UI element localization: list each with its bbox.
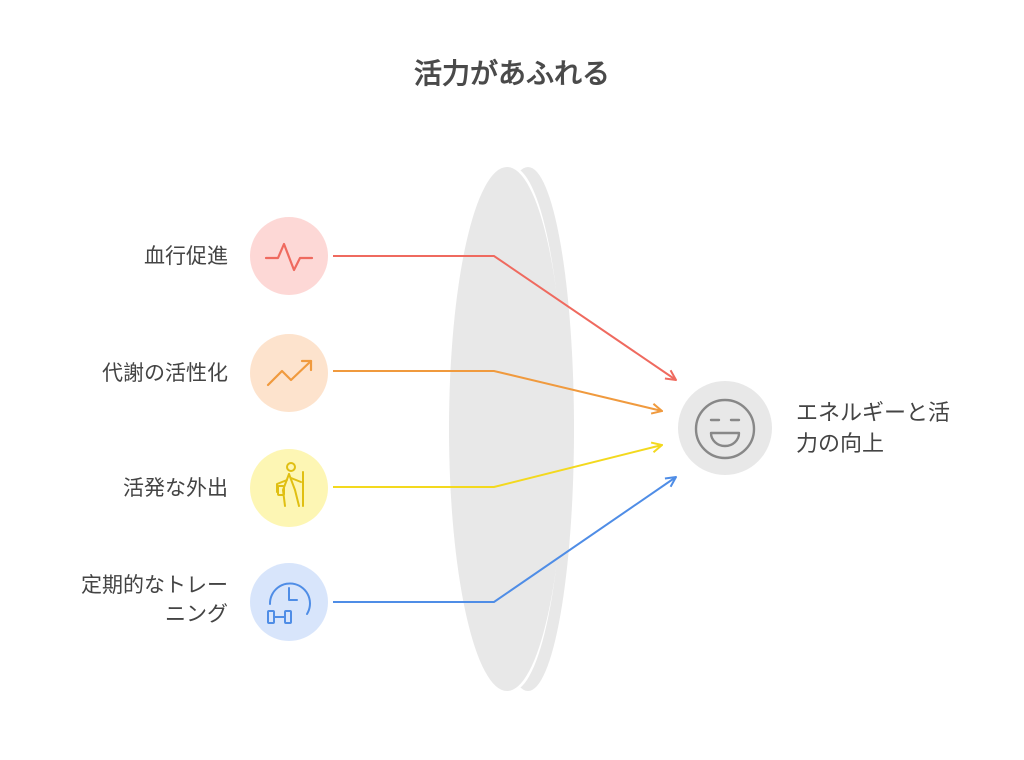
input-label-outing: 活発な外出	[123, 476, 228, 500]
input-label-metabolism: 代謝の活性化	[102, 361, 228, 385]
page-title: 活力があふれる	[413, 57, 610, 90]
input-label-training: 定期的なトレー ニング	[81, 573, 228, 626]
result-label: エネルギーと活 力の向上	[796, 401, 951, 457]
input-node-training	[250, 563, 328, 641]
node-circle	[678, 381, 772, 475]
heartbeat-icon	[264, 242, 314, 272]
connector-metabolism	[333, 370, 662, 411]
connector-outing	[333, 445, 662, 488]
node-circle	[250, 334, 328, 412]
input-node-circulation	[250, 217, 328, 295]
node-circle	[250, 563, 328, 641]
trending-up-icon	[266, 359, 313, 387]
smile-icon	[694, 398, 756, 460]
lens-shape	[449, 167, 574, 691]
node-circle	[250, 449, 328, 527]
input-label-circulation: 血行促進	[144, 244, 228, 268]
connector-training	[333, 477, 676, 603]
connector-circulation	[333, 255, 676, 380]
connector-group	[333, 255, 676, 603]
hiker-icon	[276, 462, 304, 507]
input-node-outing	[250, 449, 328, 527]
workout-timer-icon	[267, 582, 311, 624]
input-node-metabolism	[250, 334, 328, 412]
result-node	[678, 381, 772, 475]
